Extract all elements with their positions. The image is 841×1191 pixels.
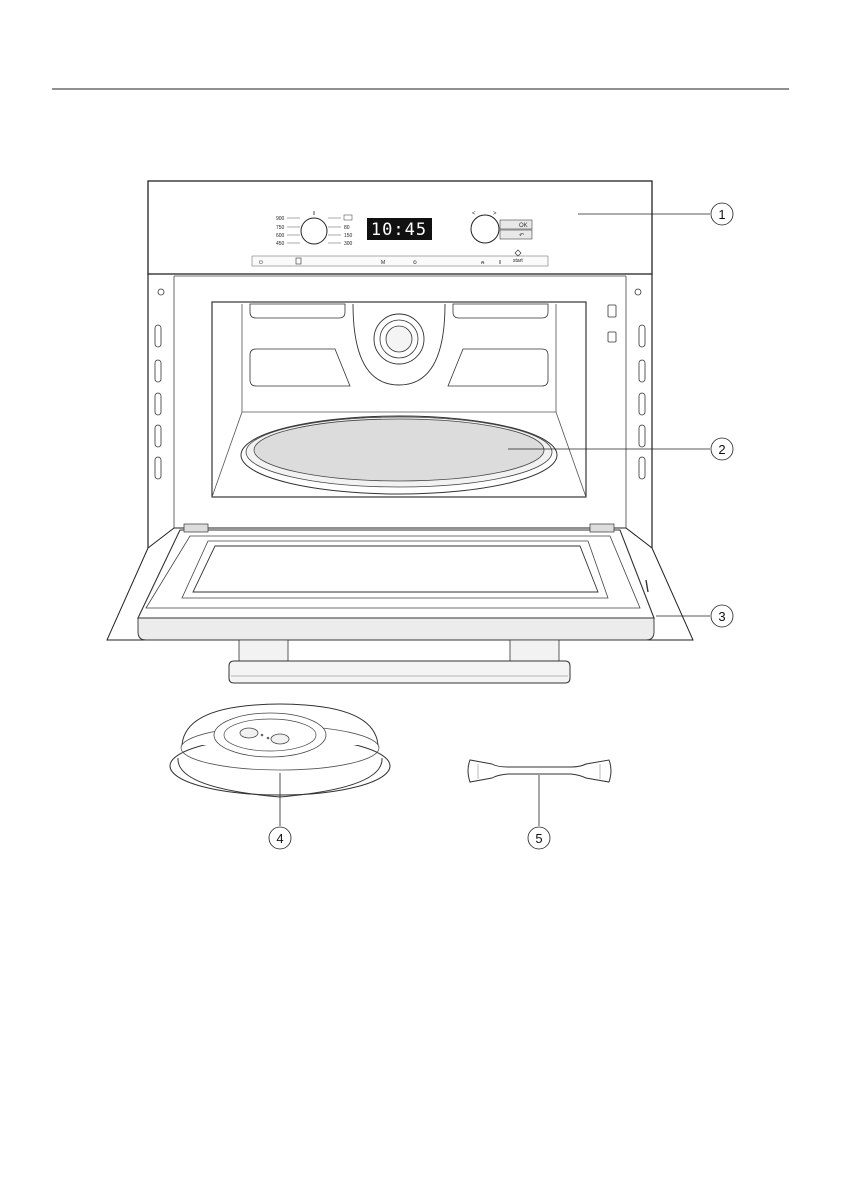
control-panel: ⏻ M ⏲ ⍾ ‖ start 900 750 600 450 80 150 3 — [148, 181, 652, 274]
callout-4-label: 4 — [276, 831, 283, 846]
callout-2-label: 2 — [718, 442, 725, 457]
screw-icon — [635, 289, 641, 295]
oven-cavity — [212, 302, 586, 497]
oven-door — [107, 524, 693, 640]
touch-pause-icon: ‖ — [499, 260, 501, 266]
ok-label: OK — [519, 223, 528, 229]
hinge-icon — [184, 524, 208, 532]
next-arrow: > — [493, 211, 497, 217]
hinge-icon — [590, 524, 614, 532]
turntable-lifter — [468, 760, 611, 782]
callout-1-label: 1 — [718, 207, 725, 222]
power-level-300: 300 — [344, 241, 353, 247]
power-level-600: 600 — [276, 233, 285, 239]
door-latch-icon — [608, 305, 616, 317]
prev-arrow: < — [472, 211, 476, 217]
touch-strip — [252, 256, 548, 266]
back-button — [500, 230, 532, 239]
turntable — [241, 416, 557, 494]
back-label: ↶ — [519, 232, 524, 239]
power-level-900: 900 — [276, 216, 285, 222]
power-level-80: 80 — [344, 225, 350, 231]
callout-5-label: 5 — [535, 831, 542, 846]
touch-power-icon: ⏻ — [259, 260, 263, 266]
screw-icon — [158, 289, 164, 295]
power-level-450: 450 — [276, 241, 285, 247]
touch-memory-icon: M — [381, 260, 385, 266]
start-label: start — [513, 258, 523, 264]
power-level-750: 750 — [276, 225, 285, 231]
touch-timer-icon: ⏲ — [413, 260, 417, 266]
callout-5: 5 — [528, 775, 550, 849]
door-latch-icon — [608, 332, 616, 342]
door-handle — [229, 640, 570, 683]
power-level-150: 150 — [344, 233, 353, 239]
callout-3-label: 3 — [718, 609, 725, 624]
time-display-text: 10:45 — [371, 220, 427, 240]
